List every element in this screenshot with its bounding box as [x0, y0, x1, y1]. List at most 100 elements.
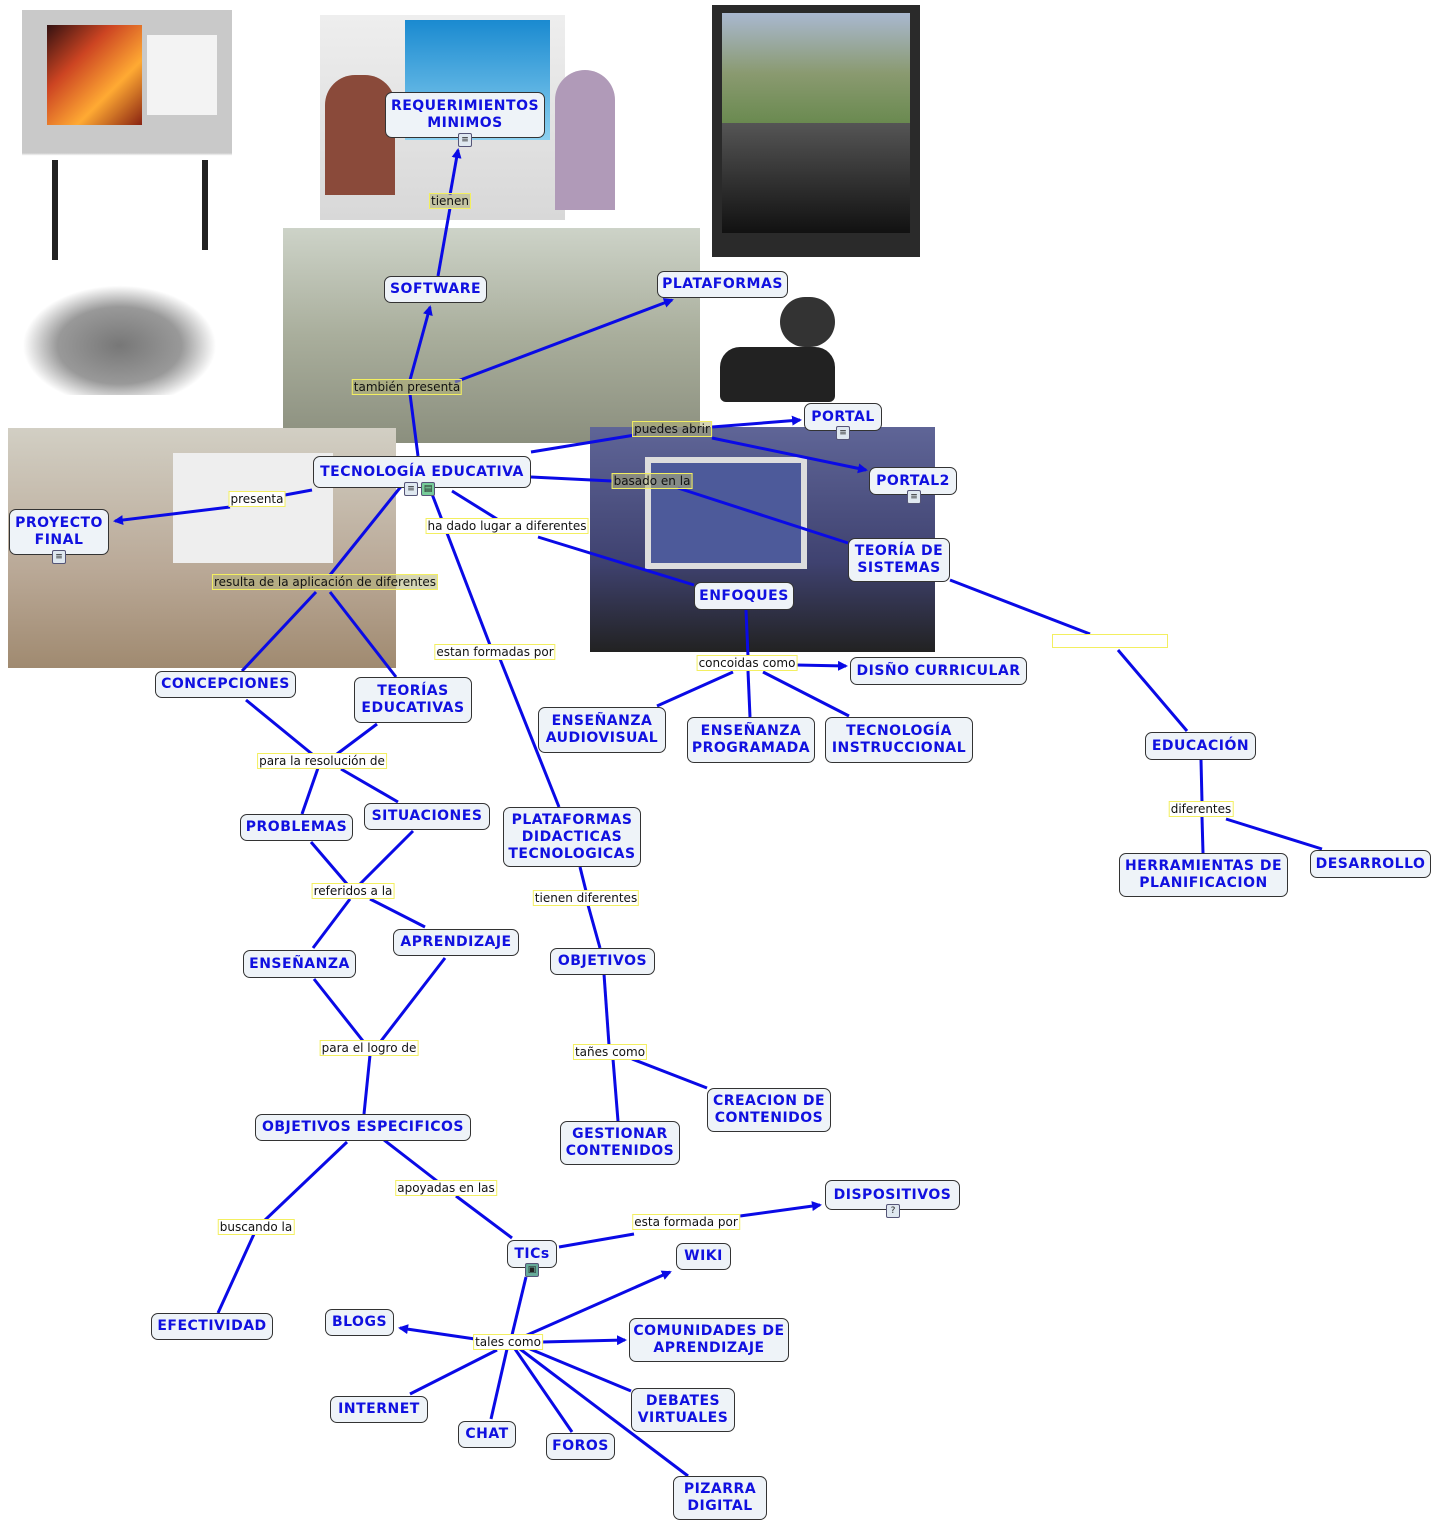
concept-debates-virtuales[interactable]: DEBATES VIRTUALES: [631, 1388, 735, 1432]
link-line: [537, 535, 695, 587]
concept-proyecto-final[interactable]: PROYECTO FINAL: [9, 509, 109, 555]
link-line: [949, 578, 1091, 636]
question-icon[interactable]: ?: [886, 1204, 900, 1218]
link-line: [762, 670, 850, 718]
link-label-presenta[interactable]: presenta: [228, 491, 286, 507]
link-label-concoidas-como[interactable]: concoidas como: [696, 655, 798, 671]
link-line: [408, 393, 420, 457]
document-icon[interactable]: ≡: [836, 426, 850, 440]
concept-internet[interactable]: INTERNET: [330, 1396, 428, 1423]
link-line: [311, 898, 352, 949]
link-label-puedes-abrir[interactable]: puedes abrir: [632, 421, 712, 437]
concept-ensenanza-programada[interactable]: ENSEÑANZA PROGRAMADA: [687, 717, 815, 763]
link-label-para-logro[interactable]: para el logro de: [319, 1040, 419, 1056]
concept-wiki[interactable]: WIKI: [676, 1243, 731, 1270]
link-line: [558, 1232, 635, 1249]
concept-gestionar-contenidos[interactable]: GESTIONAR CONTENIDOS: [560, 1121, 680, 1165]
concept-software[interactable]: SOFTWARE: [384, 276, 487, 303]
link-line: [262, 1140, 349, 1223]
concept-plataformas-didacticas-tecnologicas[interactable]: PLATAFORMAS DIDACTICAS TECNOLOGICAS: [503, 807, 641, 867]
concept-herramientas-de-planificacion[interactable]: HERRAMIENTAS DE PLANIFICACION: [1119, 853, 1288, 897]
link-line: [454, 298, 674, 384]
link-label-ha-dado-lugar[interactable]: ha dado lugar a diferentes: [425, 518, 589, 534]
link-line: [524, 1270, 672, 1338]
link-line: [408, 305, 433, 381]
concept-foros[interactable]: FOROS: [546, 1433, 615, 1460]
link-label-tanes-como[interactable]: tañes como: [572, 1044, 648, 1060]
projection-screen-photo: [712, 5, 920, 257]
link-line: [529, 1347, 632, 1393]
link-line: [245, 698, 313, 756]
concept-plataformas[interactable]: PLATAFORMAS: [657, 271, 788, 298]
link-line: [369, 897, 426, 929]
link-line: [711, 436, 868, 474]
concept-situaciones[interactable]: SITUACIONES: [364, 803, 490, 830]
document-icon[interactable]: ≡: [52, 550, 66, 564]
webcam-photo: [720, 262, 895, 402]
link-line: [611, 1058, 620, 1122]
link-label-basado-en-la[interactable]: basado en la: [611, 473, 693, 489]
concept-desarrollo[interactable]: DESARROLLO: [1310, 850, 1431, 878]
link-label-buscando[interactable]: buscando la: [217, 1219, 295, 1235]
link-line: [358, 829, 415, 886]
link-label-tales-como[interactable]: tales como: [473, 1334, 543, 1350]
document-icon[interactable]: ≡: [907, 490, 921, 504]
link-line: [530, 433, 636, 454]
link-label-tienen[interactable]: tienen: [428, 193, 472, 209]
concept-teorias-educativas[interactable]: TEORÍAS EDUCATIVAS: [354, 677, 472, 723]
link-line: [300, 767, 320, 815]
image-document-icon[interactable]: ≡: [404, 482, 418, 496]
link-line: [1200, 816, 1205, 854]
link-label-referidos[interactable]: referidos a la: [311, 883, 395, 899]
smartboard-photo: [22, 10, 232, 270]
concept-comunidades-de-aprendizaje[interactable]: COMUNIDADES DE APRENDIZAJE: [629, 1318, 789, 1362]
concept-ensenanza[interactable]: ENSEÑANZA: [243, 950, 356, 978]
concept-pizarra-digital[interactable]: PIZARRA DIGITAL: [673, 1476, 767, 1520]
concept-aprendizaje[interactable]: APRENDIZAJE: [393, 929, 519, 956]
image-icon[interactable]: ▣: [525, 1263, 539, 1277]
link-label-resulta-de[interactable]: resulta de la aplicación de diferentes: [211, 574, 439, 590]
link-line: [739, 1201, 822, 1218]
concept-objetivos-especificos[interactable]: OBJETIVOS ESPECIFICOS: [255, 1114, 471, 1141]
link-label-diferentes[interactable]: diferentes: [1168, 801, 1234, 817]
concept-blogs[interactable]: BLOGS: [325, 1309, 394, 1336]
link-label-estan-formadas[interactable]: estan formadas por: [434, 644, 556, 660]
concept-requerimientos-minimos[interactable]: REQUERIMIENTOS MINIMOS: [385, 92, 545, 138]
concept-concepciones[interactable]: CONCEPCIONES: [155, 671, 296, 698]
link-line: [448, 148, 462, 196]
link-line: [498, 658, 561, 808]
link-label-para-resolucion[interactable]: para la resolución de: [257, 753, 387, 769]
link-line: [744, 609, 750, 657]
concept-creacion-de-contenidos[interactable]: CREACION DE CONTENIDOS: [707, 1088, 831, 1132]
link-label-tienen-diferentes[interactable]: tienen diferentes: [532, 890, 640, 906]
concept-chat[interactable]: CHAT: [458, 1421, 516, 1448]
classroom-photo: [283, 228, 700, 443]
link-line: [677, 486, 849, 545]
concept-ensenanza-audiovisual[interactable]: ENSEÑANZA AUDIOVISUAL: [538, 707, 666, 753]
concept-teoria-de-sistemas[interactable]: TEORÍA DE SISTEMAS: [848, 538, 950, 582]
concept-disno-curricular[interactable]: DISÑO CURRICULAR: [850, 657, 1027, 685]
concept-educacion[interactable]: EDUCACIÓN: [1145, 732, 1256, 760]
link-line: [383, 1138, 438, 1183]
link-line: [541, 1335, 627, 1346]
link-line: [1116, 649, 1189, 732]
link-label-empty[interactable]: [1052, 634, 1168, 648]
concept-enfoques[interactable]: ENFOQUES: [694, 582, 794, 610]
concept-objetivos[interactable]: OBJETIVOS: [550, 948, 655, 975]
link-label-apoyadas[interactable]: apoyadas en las: [395, 1180, 497, 1196]
link-line: [340, 767, 399, 804]
link-label-esta-formada[interactable]: esta formada por: [632, 1214, 740, 1230]
link-line: [795, 660, 848, 671]
video-icon[interactable]: ▤: [421, 482, 435, 496]
link-line: [379, 957, 447, 1042]
link-line: [451, 489, 498, 521]
document-icon[interactable]: ≡: [458, 133, 472, 147]
concept-problemas[interactable]: PROBLEMAS: [240, 814, 353, 841]
concept-portal[interactable]: PORTAL: [804, 403, 882, 431]
link-label-tambien-presenta[interactable]: también presenta: [351, 379, 463, 395]
link-line: [309, 841, 349, 885]
concept-tecnologia-instruccional[interactable]: TECNOLOGÍA INSTRUCCIONAL: [825, 717, 973, 763]
concept-efectividad[interactable]: EFECTIVIDAD: [151, 1313, 273, 1340]
projector-photo: [22, 285, 217, 395]
